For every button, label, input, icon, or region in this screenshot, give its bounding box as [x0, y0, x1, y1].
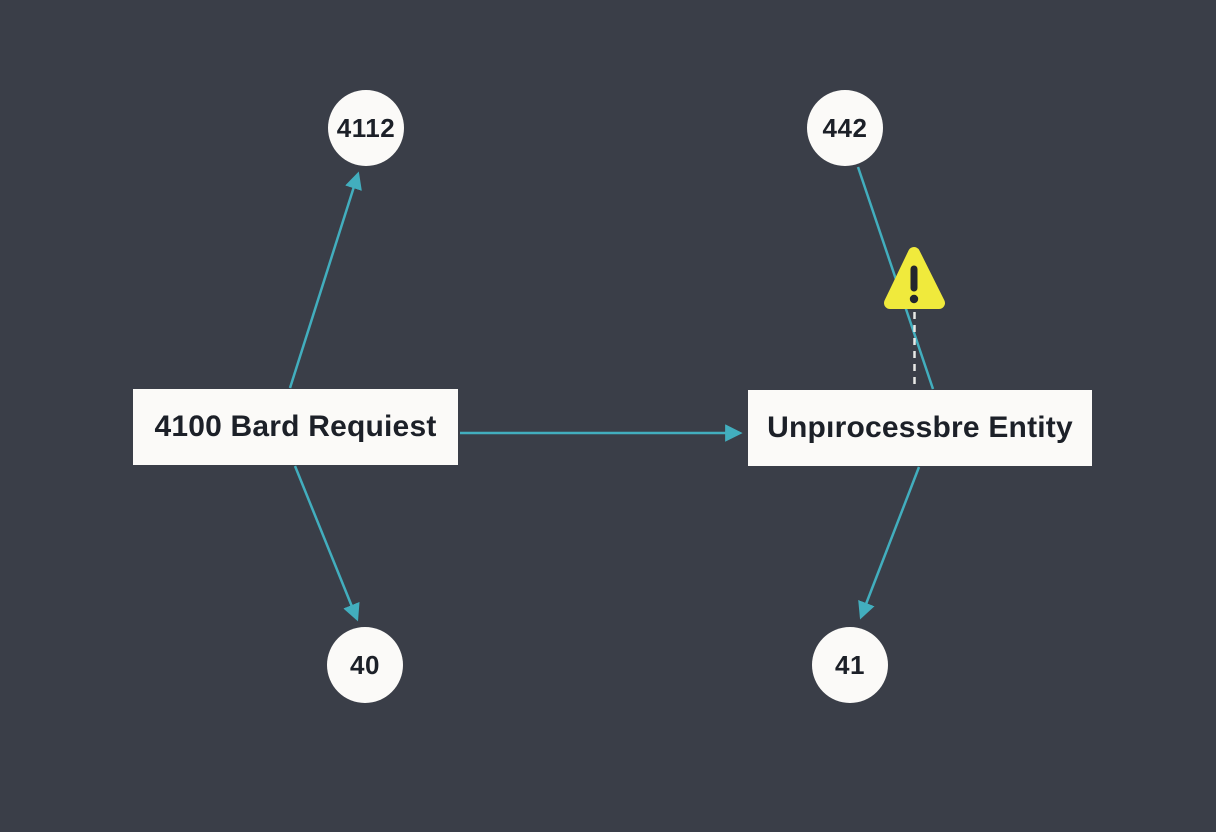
circle-node-40-label: 40 [350, 649, 380, 680]
edge-leftbox-to-40 [293, 465, 360, 622]
circle-node-442-label: 442 [822, 112, 868, 143]
circle-node-41[interactable]: 41 [812, 627, 888, 703]
warning-triangle-icon[interactable] [884, 247, 945, 309]
box-node-unprocessable-entity-label: Unpırocessbre Entity [767, 411, 1073, 444]
box-node-bard-request[interactable]: 4100 Bard Requiest [133, 389, 458, 465]
circle-node-442[interactable]: 442 [807, 90, 883, 166]
circle-node-41-label: 41 [835, 649, 865, 680]
edge-leftbox-to-4112 [288, 171, 362, 389]
box-node-bard-request-label: 4100 Bard Requiest [154, 410, 437, 443]
circle-node-4112-label: 4112 [336, 112, 396, 143]
circle-node-40[interactable]: 40 [327, 627, 403, 703]
edge-rightbox-to-41 [858, 466, 921, 620]
box-node-unprocessable-entity[interactable]: Unpırocessbre Entity [748, 390, 1092, 466]
circle-node-4112[interactable]: 4112 [328, 90, 404, 166]
